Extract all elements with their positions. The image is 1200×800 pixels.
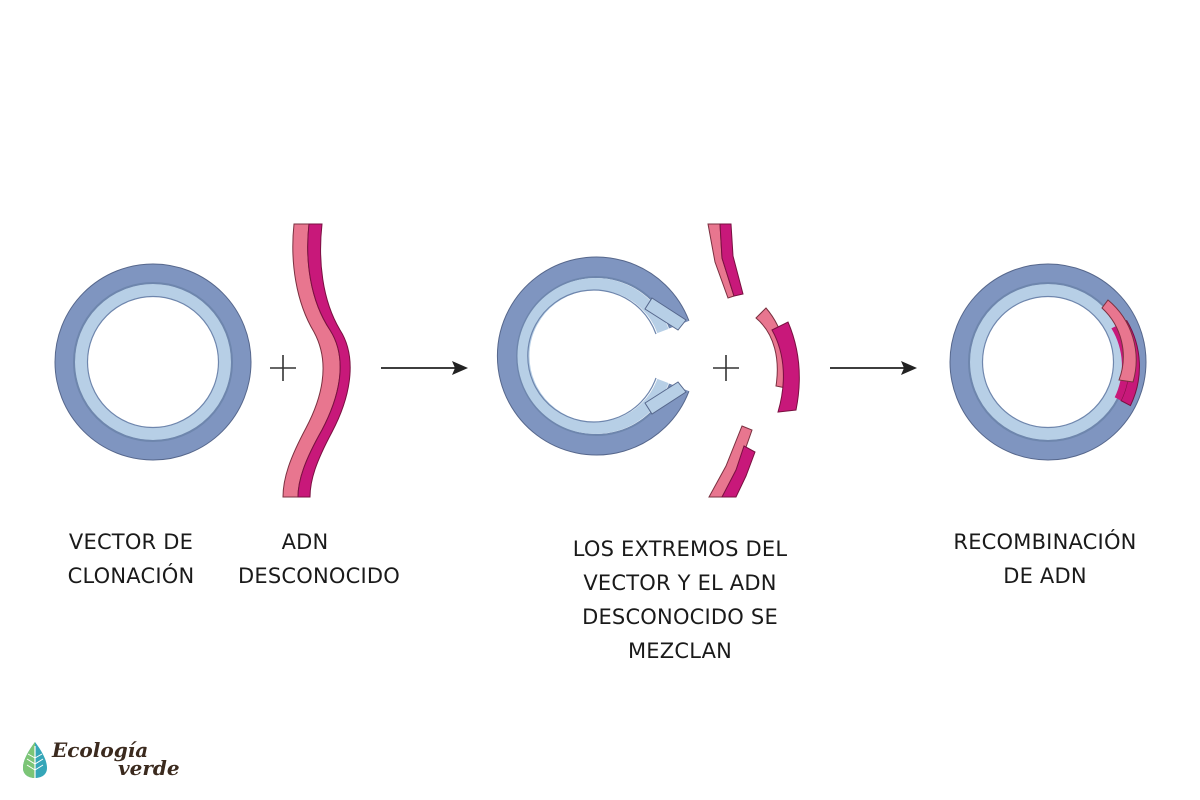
cloning-vector-plasmid — [54, 263, 252, 461]
label-line: RECOMBINACIÓN — [953, 530, 1137, 554]
unknown-dna-strand — [282, 223, 351, 498]
leaf-logo-icon — [23, 742, 47, 778]
dna-fragment-bottom — [708, 425, 756, 498]
label-unknown-dna: ADN DESCONOCIDO — [219, 525, 419, 593]
label-line: CLONACIÓN — [67, 564, 195, 588]
plus-icon — [270, 355, 296, 381]
logo-word-ecologia: Ecología — [52, 738, 149, 762]
arrow-right-icon — [381, 361, 468, 375]
label-mixing: LOS EXTREMOS DEL VECTOR Y EL ADN DESCONO… — [548, 532, 812, 668]
dna-fragment-top — [707, 223, 744, 299]
label-line: MEZCLAN — [627, 639, 733, 663]
arrow-right-icon — [830, 361, 917, 375]
label-line: DE ADN — [1003, 564, 1087, 588]
label-line: LOS EXTREMOS DEL — [572, 537, 788, 561]
recombinant-plasmid — [949, 263, 1147, 461]
label-line: DESCONOCIDO — [238, 564, 400, 588]
label-line: DESCONOCIDO SE — [582, 605, 778, 629]
dna-fragment-middle — [755, 307, 800, 413]
logo-word-verde: verde — [118, 756, 180, 780]
label-recombination: RECOMBINACIÓN DE ADN — [935, 525, 1155, 593]
opened-vector-plasmid — [496, 256, 690, 456]
ecologia-verde-logo: Ecología verde — [22, 738, 192, 784]
label-cloning-vector: VECTOR DE CLONACIÓN — [40, 525, 222, 593]
label-line: VECTOR DE — [68, 530, 194, 554]
label-line: VECTOR Y EL ADN — [583, 571, 777, 595]
label-line: ADN — [281, 530, 329, 554]
plus-icon — [713, 355, 739, 381]
